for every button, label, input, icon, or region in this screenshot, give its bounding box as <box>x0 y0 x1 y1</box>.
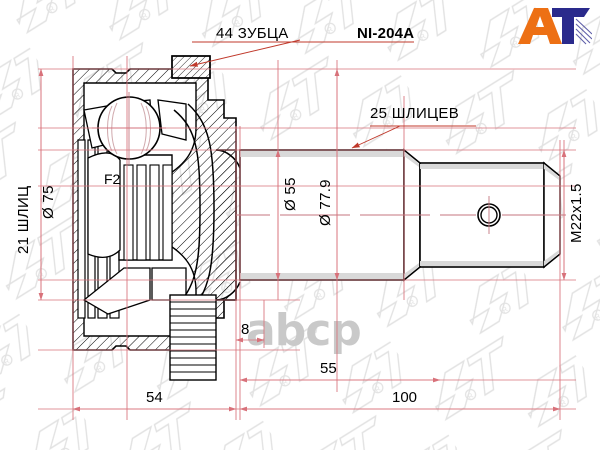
diameter-55-label: Ø 55 <box>282 177 299 211</box>
outer-splines-note-label: 25 ШЛИЦЕВ <box>370 105 460 122</box>
inner-splines-note-label: 21 ШЛИЦ <box>15 185 32 254</box>
dim-100-label: 100 <box>392 389 418 406</box>
part-number-label: NI-204A <box>357 25 415 42</box>
abs-tone-ring-bottom <box>169 294 217 381</box>
thread-note-label: M22x1.5 <box>568 183 585 243</box>
abs-tone-ring-top <box>171 55 211 79</box>
abcp-watermark: abcp <box>246 305 362 356</box>
dim-8-label: 8 <box>241 321 250 338</box>
leader-lines <box>189 39 476 149</box>
dim-55-label: 55 <box>320 360 337 377</box>
dimension-lines <box>38 56 576 420</box>
teeth-note-label: 44 ЗУБЦА <box>216 25 289 42</box>
f2-marking-label: F2 <box>104 171 121 187</box>
dim-54-label: 54 <box>146 389 163 406</box>
at-brand-logo <box>518 8 592 45</box>
output-shaft <box>236 148 566 282</box>
diameter-779-label: Ø 77.9 <box>317 179 334 226</box>
diameter-75-label: Ø 75 <box>40 185 57 219</box>
joint-bell-body <box>72 55 241 381</box>
